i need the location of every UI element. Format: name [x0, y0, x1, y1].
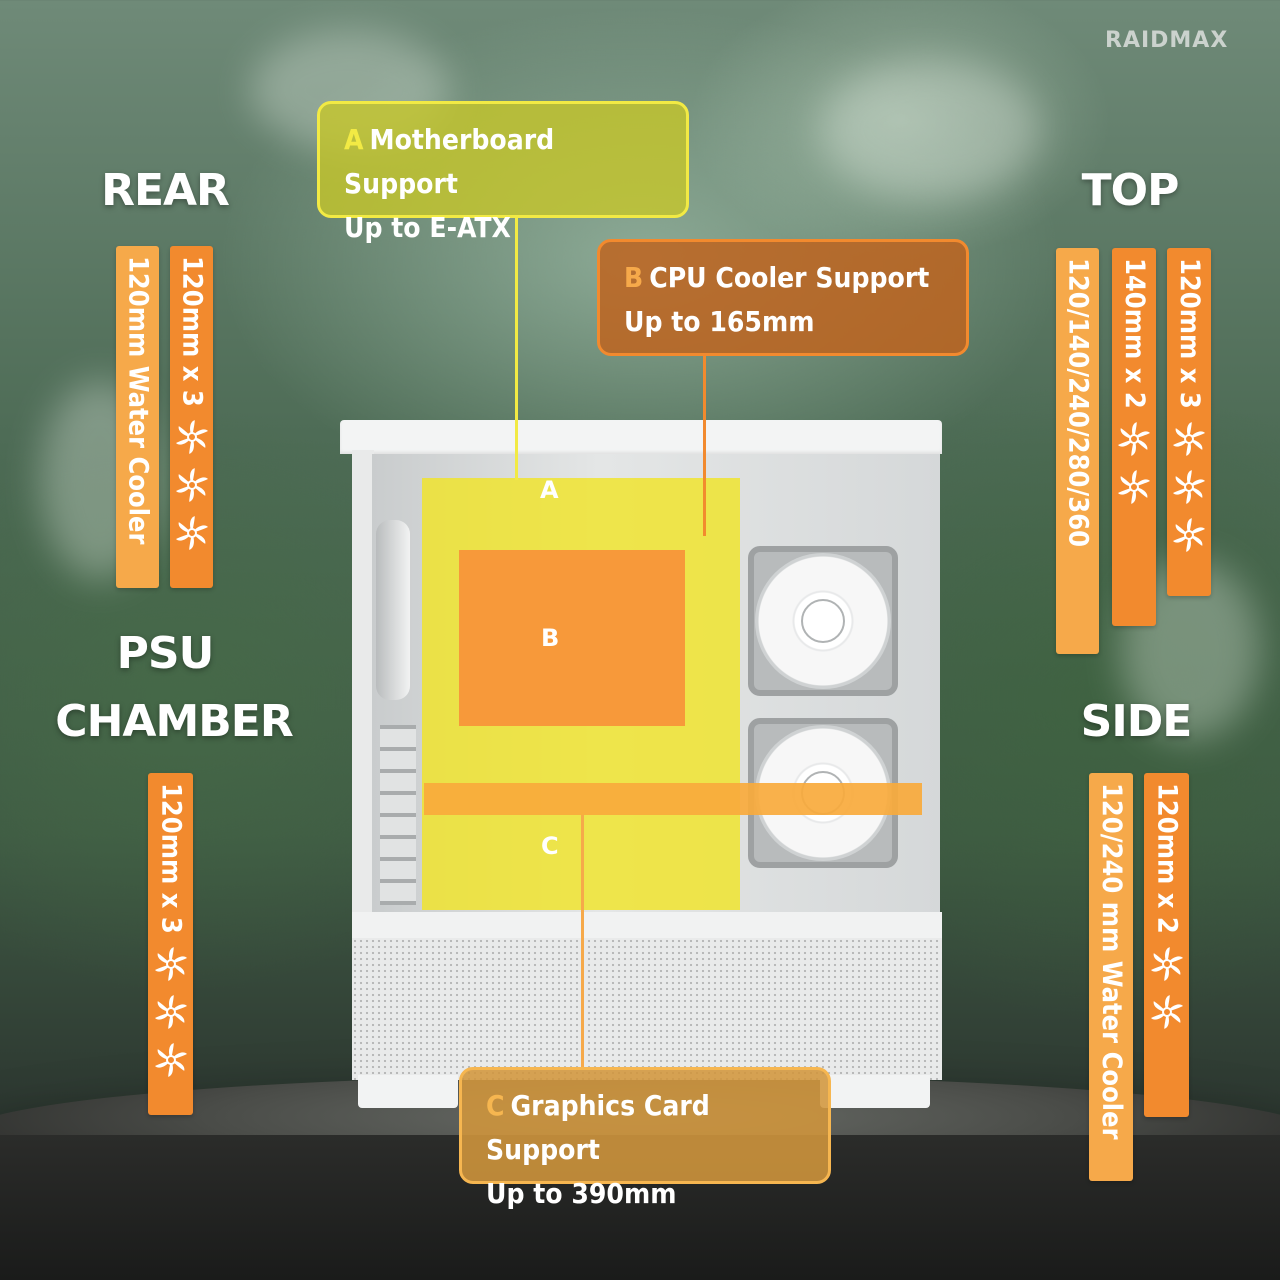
fan-icon — [1169, 467, 1209, 507]
callout-subtitle: Up to 165mm — [624, 305, 815, 338]
rear-fan — [376, 520, 410, 700]
zone-label-c: C — [541, 832, 559, 860]
callout-letter: B — [624, 261, 644, 294]
fan-icon — [1169, 419, 1209, 459]
fan-icon — [1147, 944, 1187, 984]
fan-icon — [1114, 419, 1154, 459]
bar-label: 120mm x 3 — [1174, 258, 1205, 409]
side-title: SIDE — [1080, 696, 1193, 747]
fan-group — [172, 417, 212, 553]
fan-icon — [1114, 467, 1154, 507]
rear-water-cooler-bar: 120mm Water Cooler — [116, 246, 159, 588]
fan-hub — [801, 599, 845, 643]
case-foot-left — [358, 1075, 458, 1108]
rear-fan-bar: 120mm x 3 — [170, 246, 213, 588]
zone-label-b: B — [541, 624, 560, 652]
bar-label: 120mm x 3 — [155, 783, 187, 934]
case-left-frame — [352, 450, 374, 950]
callout-subtitle: Up to 390mm — [486, 1177, 677, 1210]
connector-a — [515, 218, 518, 480]
callout-title: Graphics Card Support — [486, 1089, 710, 1166]
psu-title-line2: CHAMBER — [55, 696, 293, 747]
top-120-fan-bar: 120mm x 3 — [1167, 248, 1211, 596]
callout-subtitle: Up to E-ATX — [344, 211, 511, 244]
case-top-panel — [340, 420, 942, 454]
graphics-card-zone — [424, 783, 922, 815]
side-fan-bar: 120mm x 2 — [1144, 773, 1189, 1117]
fan-icon — [172, 465, 212, 505]
bar-label: 120mm x 3 — [176, 256, 208, 407]
fan-icon — [151, 992, 191, 1032]
connector-c — [581, 815, 584, 1067]
fan-icon — [151, 1040, 191, 1080]
fan-icon — [172, 513, 212, 553]
cpu-cooler-zone — [459, 550, 685, 726]
callout-title: Motherboard Support — [344, 123, 555, 200]
fan-icon — [1169, 515, 1209, 555]
rear-title: REAR — [101, 165, 230, 216]
zone-label-a: A — [540, 476, 559, 504]
top-140-fan-bar: 140mm x 2 — [1112, 248, 1156, 626]
side-water-cooler-bar: 120/240 mm Water Cooler — [1089, 773, 1133, 1181]
connector-b — [703, 356, 706, 536]
fan-group — [1114, 419, 1154, 507]
callout-letter: A — [344, 123, 364, 156]
psu-title-line1: PSU — [116, 628, 215, 679]
background-bokeh — [820, 60, 1040, 200]
case-foot-right — [820, 1075, 930, 1108]
fan-group — [151, 944, 191, 1080]
brand-logo: RAIDMAX — [1105, 28, 1229, 53]
side-fan-upper — [748, 546, 898, 696]
fan-icon — [172, 417, 212, 457]
expansion-slots — [380, 725, 416, 905]
fan-group — [1169, 419, 1209, 555]
fan-icon — [1147, 992, 1187, 1032]
bar-label: 120/140/240/280/360 — [1062, 258, 1094, 548]
callout-title: CPU Cooler Support — [649, 261, 930, 294]
callout-letter: C — [486, 1089, 505, 1122]
bar-label: 140mm x 2 — [1119, 258, 1150, 409]
top-title: TOP — [1081, 165, 1180, 216]
fan-group — [1147, 944, 1187, 1032]
bar-label: 120mm x 2 — [1151, 783, 1183, 934]
psu-fan-bar: 120mm x 3 — [148, 773, 193, 1115]
fan-icon — [151, 944, 191, 984]
case-divider — [352, 912, 942, 938]
top-radiator-bar: 120/140/240/280/360 — [1056, 248, 1099, 654]
bar-label: 120/240 mm Water Cooler — [1096, 783, 1127, 1140]
bar-label: 120mm Water Cooler — [122, 256, 154, 545]
psu-shroud-mesh — [352, 938, 942, 1080]
fan-blades — [755, 553, 891, 689]
